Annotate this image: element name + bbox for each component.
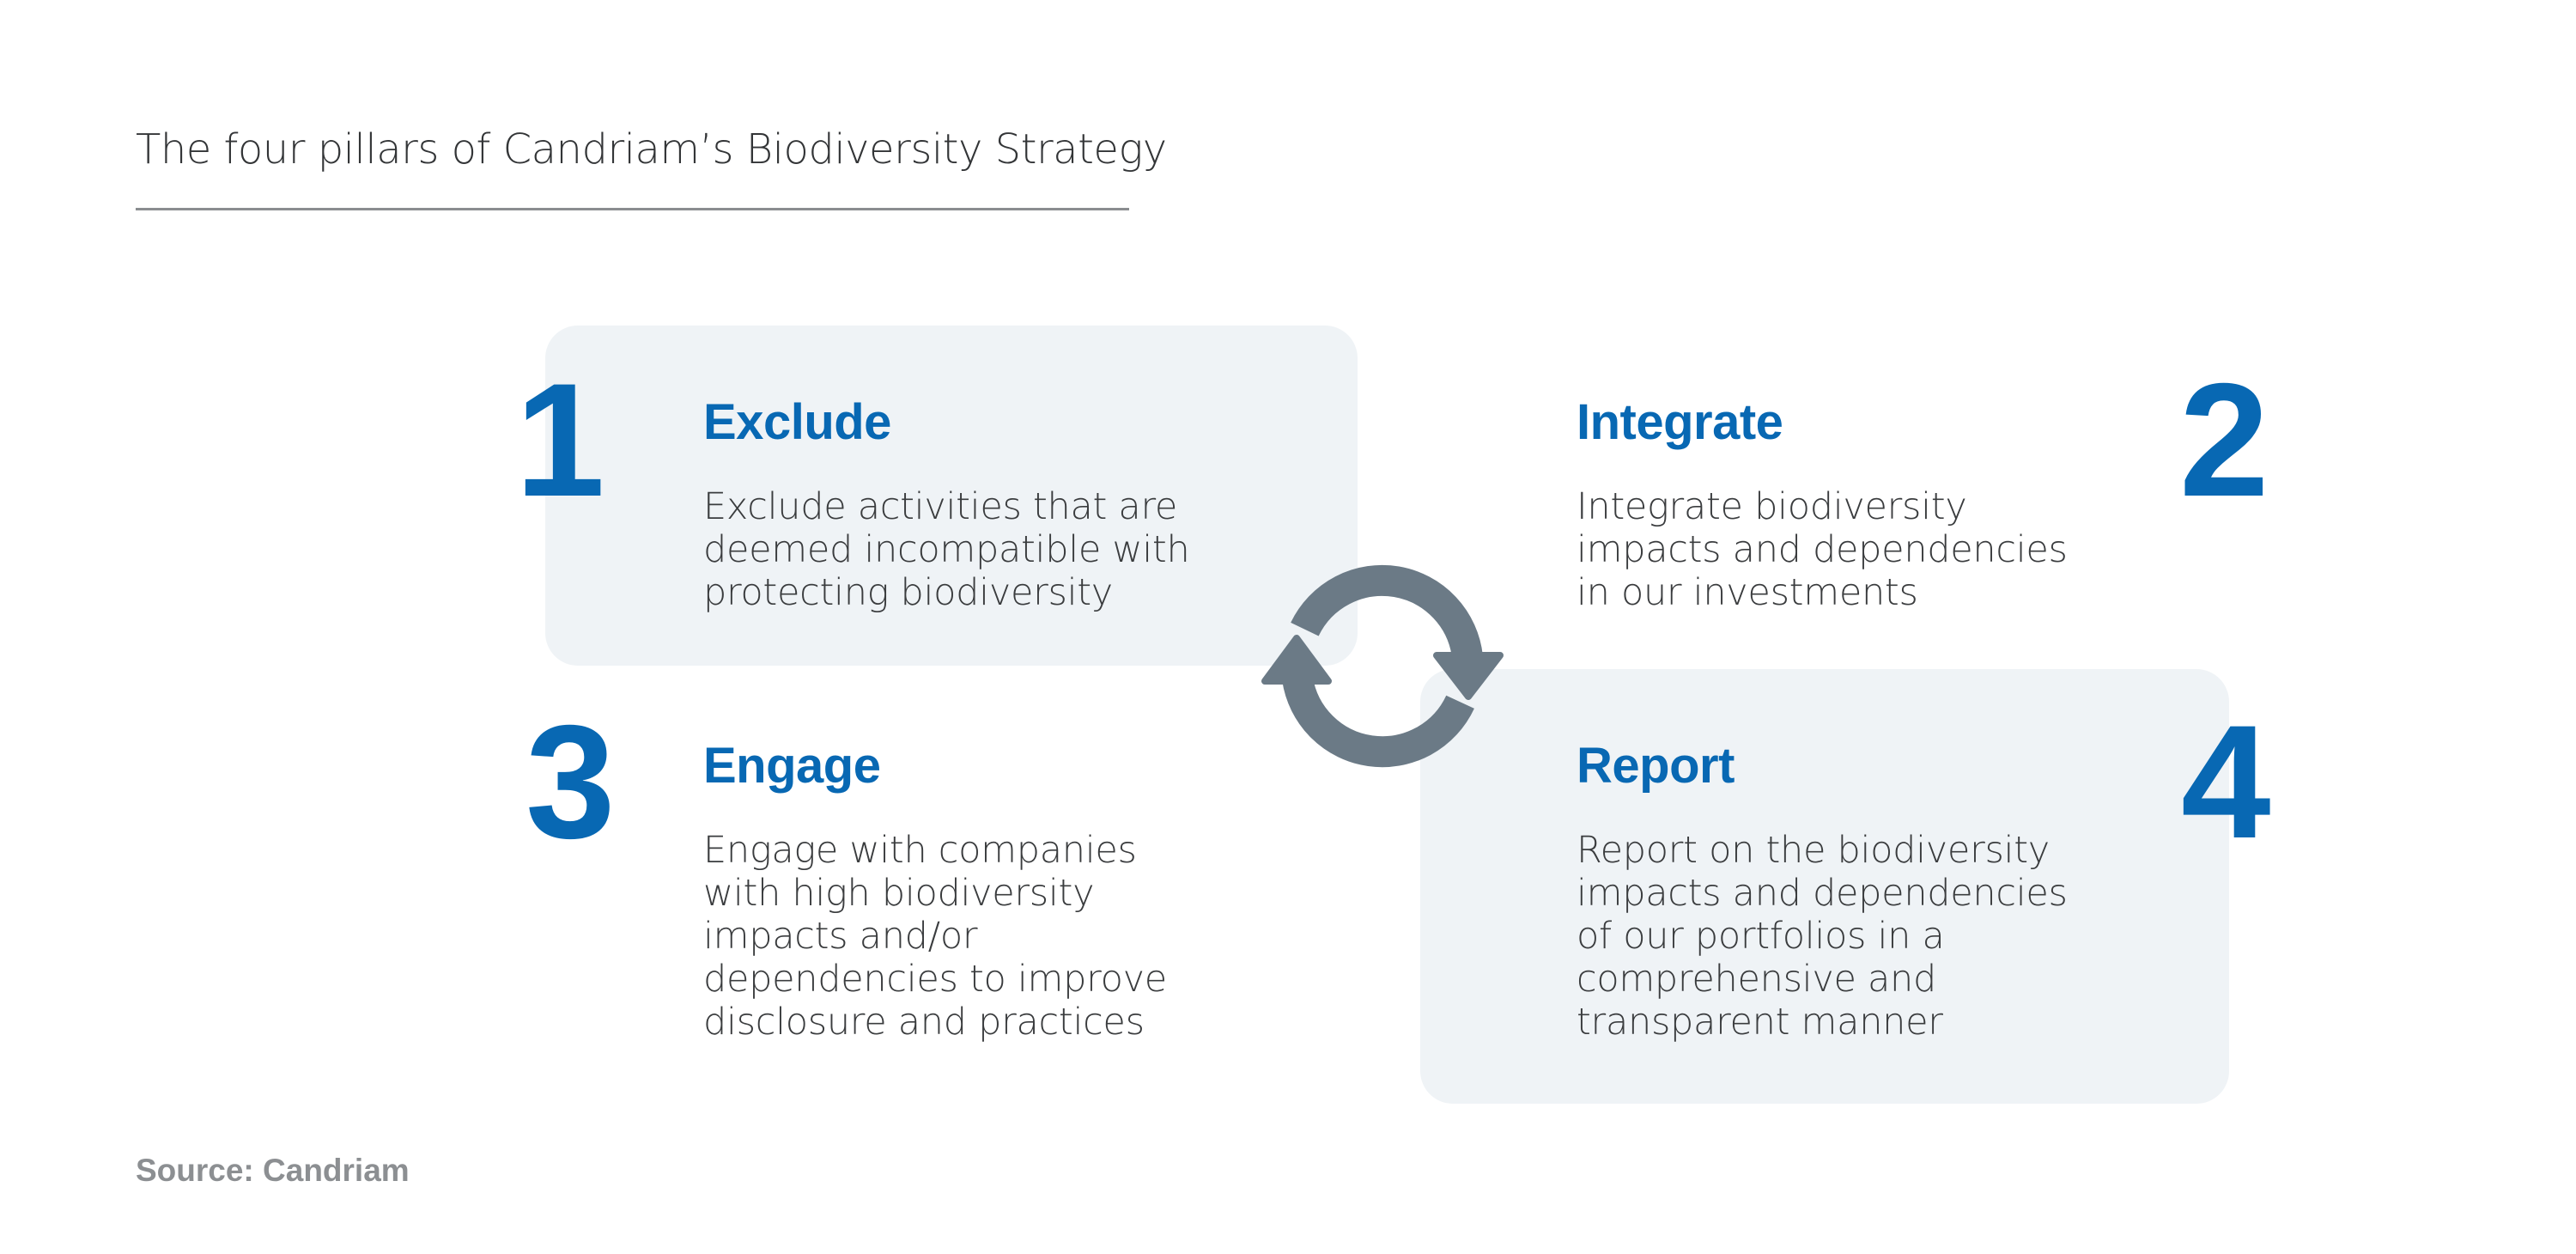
arrowhead-down [1433,652,1504,700]
description-line: deemed incompatible with [703,528,1190,571]
description-line: of our portfolios in a [1577,915,1945,958]
description-line: dependencies to improve [703,958,1167,1001]
pillar-3-heading: Engage [703,738,881,794]
cycle-arc-bottom [1282,675,1474,768]
pillar-3-description: Engage with companies with high biodiver… [703,829,1167,1044]
pillar-4-description: Report on the biodiversity impacts and d… [1577,829,2068,1044]
pillar-2-number: 2 [2179,350,2269,530]
description-line: Exclude activities that are [703,485,1178,528]
description-line: impacts and/or [703,915,978,958]
pillar-1-number: 1 [515,350,605,530]
pillar-4-background [1420,669,2229,1104]
page-title: The four pillars of Candriam’s Biodivers… [136,125,1167,173]
description-line: protecting biodiversity [703,571,1113,614]
cycle-arc-top [1291,564,1483,660]
pillar-1-background [545,326,1358,666]
pillar-4-number: 4 [2181,691,2271,872]
description-line: transparent manner [1577,1001,1943,1044]
description-line: Engage with companies [703,829,1137,872]
arrowhead-up [1261,635,1332,685]
description-line: impacts and dependencies [1577,528,2068,571]
cycle-arrows-icon [1261,564,1504,768]
description-line: impacts and dependencies [1577,872,2068,915]
pillar-3-number: 3 [526,691,616,872]
description-line: Report on the biodiversity [1577,829,2050,872]
pillar-2-description: Integrate biodiversity impacts and depen… [1577,485,2068,614]
description-line: disclosure and practices [703,1001,1145,1044]
pillar-4-heading: Report [1577,738,1735,794]
pillar-2-heading: Integrate [1577,394,1783,450]
source-note: Source: Candriam [136,1153,410,1188]
description-line: comprehensive and [1577,958,1937,1001]
description-line: in our investments [1577,571,1918,614]
pillar-1-description: Exclude activities that are deemed incom… [703,485,1190,614]
pillar-1-heading: Exclude [703,394,891,450]
description-line: Integrate biodiversity [1577,485,1967,528]
description-line: with high biodiversity [703,872,1095,915]
title-divider [136,208,1129,210]
